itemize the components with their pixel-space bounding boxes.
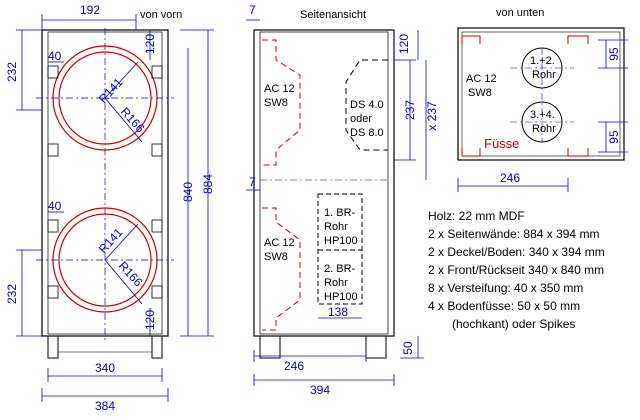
dim-bottom-95-top: 95 bbox=[607, 47, 621, 61]
driver-top-inner bbox=[58, 51, 152, 145]
label-port34-b: Rohr bbox=[532, 123, 556, 135]
dim-front-r141-top: R141 bbox=[96, 75, 126, 106]
label-ac12-bottom-b: SW8 bbox=[264, 251, 288, 263]
dim-side-394: 394 bbox=[310, 383, 330, 397]
spec-line-1: 2 x Seitenwände: 884 x 394 mm bbox=[428, 227, 599, 241]
dim-front-232-bottom: 232 bbox=[5, 284, 19, 304]
driver-bottom-inner bbox=[58, 213, 152, 307]
label-br2-c: HP100 bbox=[324, 291, 358, 303]
driver-bottom-outer bbox=[52, 207, 158, 313]
label-feet: Füsse bbox=[484, 136, 519, 151]
label-bottom-ac12-b: SW8 bbox=[468, 87, 492, 99]
dim-side-x237: x 237 bbox=[425, 101, 439, 131]
dim-front-40-top: 40 bbox=[48, 49, 62, 63]
bottom-view bbox=[457, 27, 628, 192]
label-port34-a: 3.+4. bbox=[530, 109, 555, 121]
spec-material: Holz: 22 mm MDF bbox=[428, 209, 525, 223]
label-ac12-top-a: AC 12 bbox=[264, 83, 295, 95]
label-br1-c: HP100 bbox=[324, 235, 358, 247]
spec-line-2: 2 x Deckel/Boden: 340 x 394 mm bbox=[428, 245, 605, 259]
label-port12-a: 1.+2. bbox=[530, 55, 555, 67]
label-br2-a: 2. BR- bbox=[324, 263, 356, 275]
label-bottom-ac12-a: AC 12 bbox=[466, 73, 497, 85]
dim-front-840: 840 bbox=[181, 182, 195, 202]
label-br1-b: Rohr bbox=[324, 221, 348, 233]
dim-front-884: 884 bbox=[201, 174, 215, 194]
label-ds-2: oder bbox=[350, 113, 372, 125]
front-view bbox=[16, 14, 214, 402]
dim-side-7-mid: 7 bbox=[249, 175, 256, 189]
view-title-front: von vorn bbox=[140, 9, 182, 21]
label-ac12-top-b: SW8 bbox=[264, 97, 288, 109]
label-port12-b: Rohr bbox=[532, 69, 556, 81]
dim-front-40-bottom: 40 bbox=[48, 199, 62, 213]
dim-side-7-top: 7 bbox=[249, 3, 256, 17]
label-br2-b: Rohr bbox=[324, 277, 348, 289]
dim-front-384: 384 bbox=[95, 399, 115, 413]
label-ds-3: DS 8.0 bbox=[350, 127, 384, 139]
label-ds-1: DS 4.0 bbox=[350, 99, 384, 111]
dim-front-340: 340 bbox=[95, 361, 115, 375]
dim-side-138: 138 bbox=[328, 305, 348, 319]
spec-line-5: 4 x Bodenfüsse: 50 x 50 mm bbox=[428, 299, 580, 313]
view-title-side: Seitenansicht bbox=[300, 9, 366, 21]
dim-side-246: 246 bbox=[284, 359, 304, 373]
dim-side-120: 120 bbox=[397, 34, 411, 54]
dim-front-r141-bottom: R141 bbox=[96, 225, 126, 256]
label-ac12-bottom-a: AC 12 bbox=[264, 237, 295, 249]
dim-front-232-top: 232 bbox=[5, 62, 19, 82]
dim-side-237: 237 bbox=[403, 100, 417, 120]
view-title-bottom: von unten bbox=[496, 7, 544, 19]
dim-front-192: 192 bbox=[80, 3, 100, 17]
driver-top-outer bbox=[52, 45, 158, 151]
dim-front-120-top: 120 bbox=[143, 34, 157, 54]
dim-bottom-95-bottom: 95 bbox=[607, 130, 621, 144]
dim-bottom-246: 246 bbox=[500, 171, 520, 185]
dim-front-120-bottom: 120 bbox=[143, 310, 157, 330]
spec-line-4: 8 x Versteifung: 40 x 350 mm bbox=[428, 281, 583, 295]
spec-note: (hochkant) oder Spikes bbox=[452, 317, 575, 331]
dim-front-r166-bottom: R166 bbox=[116, 259, 146, 290]
label-br1-a: 1. BR- bbox=[324, 207, 356, 219]
side-view bbox=[246, 19, 427, 386]
dim-side-50: 50 bbox=[401, 341, 415, 355]
spec-line-3: 2 x Front/Rückseit 340 x 840 mm bbox=[428, 263, 604, 277]
